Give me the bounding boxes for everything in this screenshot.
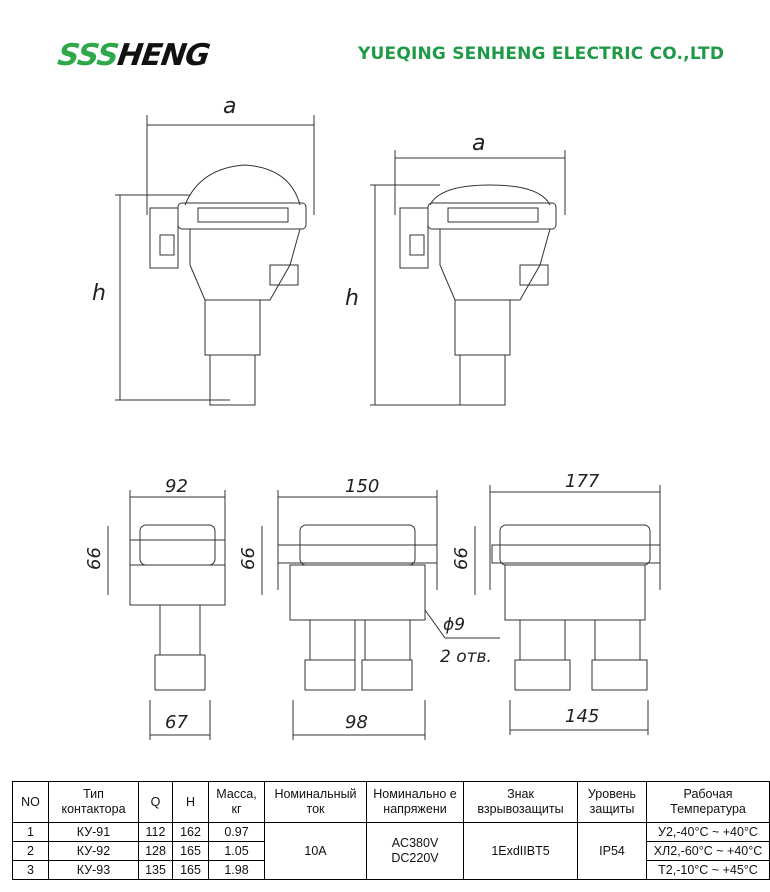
svg-text:ϕ9: ϕ9 <box>443 615 465 635</box>
side-view-1 <box>115 115 315 406</box>
svg-text:h: h <box>345 286 359 311</box>
technical-drawing: a h a h 92 150 177 66 66 66 67 98 145 ϕ9… <box>84 94 661 740</box>
svg-text:150: 150 <box>345 476 379 497</box>
spec-table: NO Тип контактора Q H Масса, кг Номиналь… <box>12 781 770 880</box>
svg-text:2 отв.: 2 отв. <box>440 647 492 667</box>
svg-text:a: a <box>223 94 236 119</box>
svg-text:92: 92 <box>165 476 188 497</box>
svg-text:67: 67 <box>165 712 188 733</box>
front-view-2 <box>261 490 500 740</box>
svg-text:177: 177 <box>565 471 600 492</box>
side-view-2 <box>370 150 566 406</box>
table-header: NO Тип контактора Q H Масса, кг Номиналь… <box>12 781 770 823</box>
svg-text:h: h <box>92 281 106 306</box>
svg-text:66: 66 <box>238 547 259 570</box>
svg-text:66: 66 <box>451 547 472 570</box>
front-view-3 <box>474 485 661 735</box>
svg-text:145: 145 <box>565 706 599 727</box>
svg-text:98: 98 <box>345 712 368 733</box>
company-name: YUEQING SENHENG ELECTRIC CO.,LTD <box>358 44 725 64</box>
svg-text:a: a <box>472 131 485 156</box>
svg-text:66: 66 <box>84 547 105 570</box>
front-view-1 <box>107 490 226 740</box>
